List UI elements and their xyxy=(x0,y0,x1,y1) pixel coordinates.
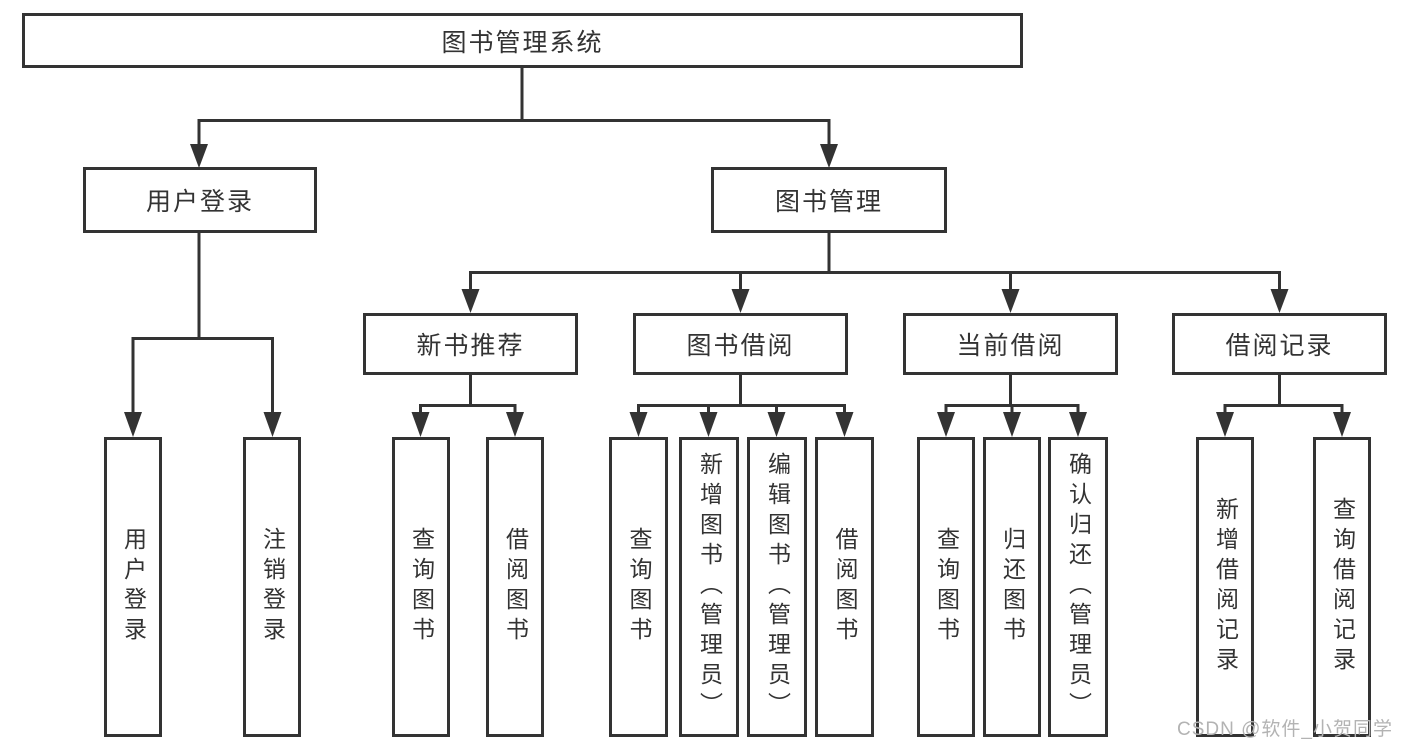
leaf-add-books-admin: 新增图书（管理员） xyxy=(679,437,739,737)
leaf-borrow-books: 借阅图书 xyxy=(815,437,874,737)
node-label: 查询图书 xyxy=(626,527,652,647)
leaf-query-books-current: 查询图书 xyxy=(917,437,975,737)
node-label: 图书管理系统 xyxy=(441,28,604,57)
connector-records-to-children xyxy=(1216,375,1351,437)
node-label: 注销登录 xyxy=(259,527,286,647)
leaf-edit-books-admin: 编辑图书（管理员） xyxy=(747,437,807,737)
node-label: 确认归还（管理员） xyxy=(1065,452,1092,722)
node-label: 图书管理 xyxy=(774,188,883,216)
node-label: 新增借阅记录 xyxy=(1212,497,1239,677)
node-label: 查询借阅记录 xyxy=(1329,497,1356,677)
node-new-book-recommendation: 新书推荐 xyxy=(363,313,578,375)
node-label: 借阅图书 xyxy=(832,527,858,647)
node-label: 借阅记录 xyxy=(1225,332,1334,360)
leaf-confirm-return-admin: 确认归还（管理员） xyxy=(1048,437,1108,737)
leaf-user-login: 用户登录 xyxy=(104,437,162,737)
connector-recommend-to-children xyxy=(411,375,524,437)
leaf-borrow-books-recommend: 借阅图书 xyxy=(486,437,544,737)
node-current-borrowing: 当前借阅 xyxy=(903,313,1118,375)
leaf-query-books-borrowing: 查询图书 xyxy=(609,437,668,737)
node-label: 新书推荐 xyxy=(416,332,525,360)
node-label: 查询图书 xyxy=(933,527,960,647)
node-label: 借阅图书 xyxy=(502,527,529,647)
connector-root-to-level2 xyxy=(190,68,838,168)
node-label: 编辑图书（管理员） xyxy=(764,452,791,722)
connector-borrowing-to-children xyxy=(629,375,854,437)
node-book-management: 图书管理 xyxy=(711,167,947,233)
leaf-logout: 注销登录 xyxy=(243,437,301,737)
node-library-management-system: 图书管理系统 xyxy=(22,13,1023,68)
node-label: 归还图书 xyxy=(999,527,1026,647)
leaf-add-borrow-record: 新增借阅记录 xyxy=(1196,437,1254,737)
connector-current-to-children xyxy=(937,375,1087,437)
connector-login-to-children xyxy=(124,233,282,437)
csdn-watermark: CSDN @软件_小贺同学 xyxy=(1177,719,1393,740)
node-borrowing-records: 借阅记录 xyxy=(1172,313,1387,375)
node-label: 图书借阅 xyxy=(686,332,795,360)
leaf-query-borrow-record: 查询借阅记录 xyxy=(1313,437,1371,737)
node-label: 用户登录 xyxy=(145,188,254,216)
node-label: 查询图书 xyxy=(408,527,435,647)
node-label: 新增图书（管理员） xyxy=(696,452,723,722)
node-user-login-branch: 用户登录 xyxy=(83,167,317,233)
leaf-return-books: 归还图书 xyxy=(983,437,1041,737)
leaf-query-books-recommend: 查询图书 xyxy=(392,437,450,737)
node-book-borrowing: 图书借阅 xyxy=(633,313,848,375)
node-label: 当前借阅 xyxy=(956,332,1065,360)
node-label: 用户登录 xyxy=(120,527,147,647)
connector-bookmgmt-to-level3 xyxy=(461,233,1289,313)
